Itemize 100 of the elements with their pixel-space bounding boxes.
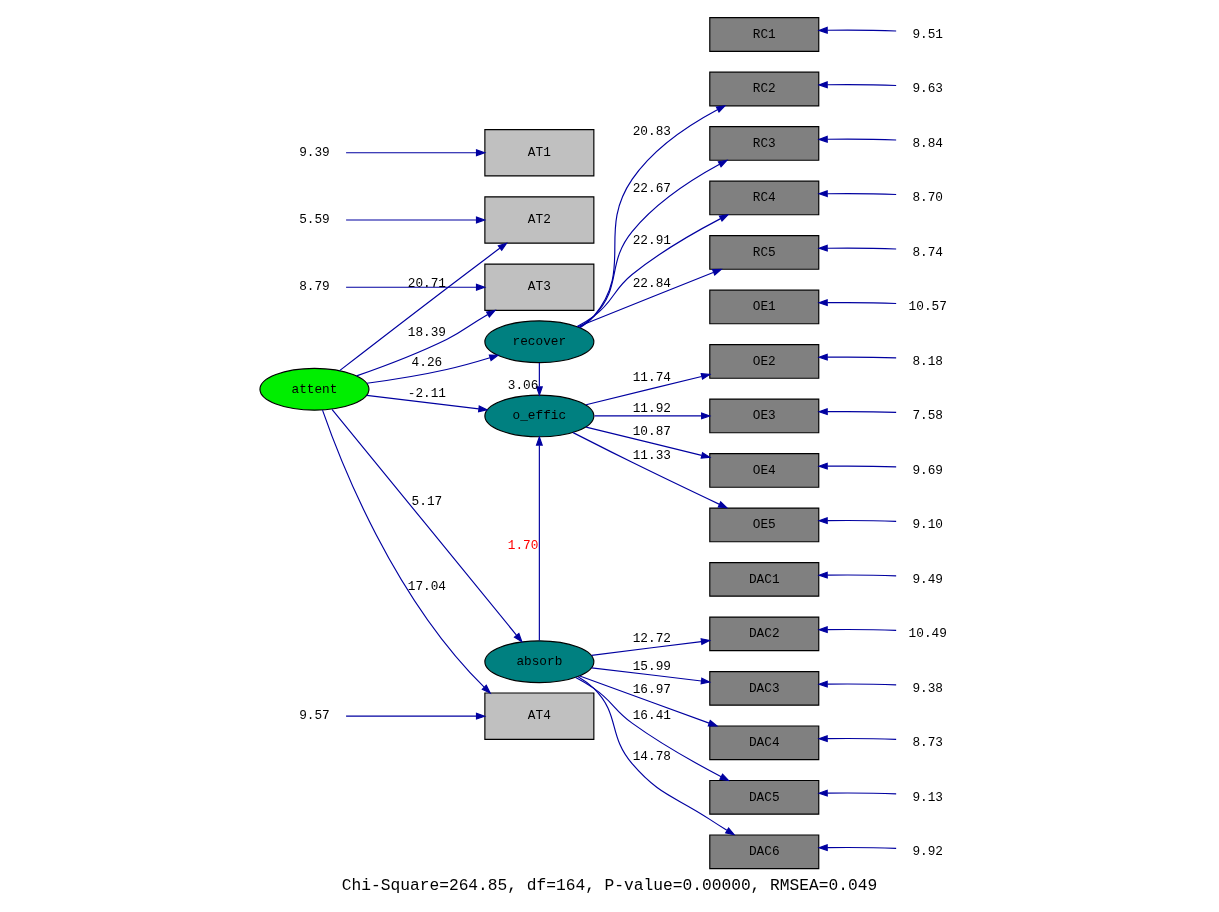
arrow xyxy=(577,675,736,836)
edge-label: 11.74 xyxy=(632,369,671,385)
arrow xyxy=(366,353,500,384)
node-text: 9.49 xyxy=(912,571,944,587)
arrow xyxy=(577,268,723,327)
node-text: 9.39 xyxy=(299,144,330,160)
arrow xyxy=(817,679,897,688)
arrow xyxy=(339,241,508,371)
edge-label: 12.72 xyxy=(632,630,671,646)
arrow xyxy=(817,189,897,197)
node-text: 8.74 xyxy=(912,244,944,260)
edge-label: 16.41 xyxy=(632,707,671,723)
arrow xyxy=(817,26,897,34)
node-ellipse: o_effic xyxy=(484,394,595,437)
arrow xyxy=(817,625,897,633)
arrow xyxy=(345,283,487,291)
node-box: RC1 xyxy=(709,16,820,52)
arrow xyxy=(817,462,897,470)
edge-label: -2.11 xyxy=(407,385,447,401)
node-box: DAC3 xyxy=(709,670,820,706)
arrow xyxy=(535,361,543,397)
node-text: 8.70 xyxy=(912,189,944,205)
arrow xyxy=(321,409,492,694)
arrow xyxy=(817,734,897,742)
node-box: OE3 xyxy=(709,398,820,433)
node-box: OE1 xyxy=(709,289,820,324)
arrow xyxy=(585,426,712,459)
node-text: 9.38 xyxy=(912,680,944,696)
node-box: OE5 xyxy=(709,507,820,542)
arrow xyxy=(817,516,897,524)
node-box: AT3 xyxy=(484,262,595,311)
node-text: 9.13 xyxy=(912,789,944,805)
node-box: OE4 xyxy=(709,452,820,488)
arrow xyxy=(535,434,543,641)
arrow xyxy=(355,309,497,376)
node-text: 8.18 xyxy=(912,353,944,369)
edge-label: 22.84 xyxy=(632,275,671,291)
arrow xyxy=(817,244,897,252)
edge-label: 10.87 xyxy=(632,423,671,439)
edge-label: 11.33 xyxy=(632,447,671,463)
node-text: 9.10 xyxy=(912,516,944,532)
node-box: AT1 xyxy=(484,128,595,176)
node-box: RC5 xyxy=(709,234,820,270)
node-text: 9.63 xyxy=(912,80,944,96)
edge-label: 4.26 xyxy=(411,354,443,370)
node-text: 10.57 xyxy=(908,298,947,314)
edge-label: 14.78 xyxy=(632,748,671,764)
arrow xyxy=(576,213,730,327)
arrow xyxy=(572,431,729,509)
node-text: 8.84 xyxy=(912,135,944,151)
edge-label: 11.92 xyxy=(632,400,671,416)
node-text: 8.79 xyxy=(299,278,330,294)
node-text: 5.59 xyxy=(299,211,330,227)
node-ellipse: attent xyxy=(259,367,370,411)
node-box: DAC6 xyxy=(709,833,820,869)
arrow xyxy=(331,408,523,643)
edge-label: 15.99 xyxy=(632,658,671,674)
arrow xyxy=(575,676,731,781)
edge-label: 22.67 xyxy=(632,180,671,196)
arrow xyxy=(817,298,897,306)
edge-label: 3.06 xyxy=(507,377,539,393)
arrow xyxy=(817,135,897,143)
edge-label: 16.97 xyxy=(632,681,671,697)
arrow xyxy=(817,353,897,361)
node-box: RC4 xyxy=(709,180,820,215)
edge-label: 17.04 xyxy=(407,578,447,594)
arrow xyxy=(366,394,489,412)
node-ellipse: absorb xyxy=(484,639,595,683)
arrow xyxy=(817,80,897,88)
arrow xyxy=(591,666,712,685)
node-box: AT2 xyxy=(484,195,595,244)
edge-label: 22.91 xyxy=(632,232,671,248)
edge-label: 18.39 xyxy=(407,324,447,340)
edge-label: 20.71 xyxy=(407,275,447,291)
arrow xyxy=(817,571,897,579)
arrow xyxy=(817,407,897,415)
arrow xyxy=(579,674,719,727)
arrow xyxy=(593,411,712,420)
edge-label: 20.83 xyxy=(632,123,671,139)
node-text: 10.49 xyxy=(908,625,947,641)
node-text: 8.73 xyxy=(912,734,944,750)
arrow xyxy=(578,159,729,328)
node-text: 9.69 xyxy=(912,462,944,478)
node-text: 9.51 xyxy=(912,26,944,42)
node-text: 7.58 xyxy=(912,407,944,423)
node-box: RC3 xyxy=(709,125,820,161)
arrow xyxy=(817,788,897,797)
node-box: RC2 xyxy=(709,71,820,106)
edge-label: 5.17 xyxy=(411,493,443,509)
node-box: DAC5 xyxy=(709,779,820,815)
edge-label: 1.70 xyxy=(507,537,539,553)
node-box: OE2 xyxy=(709,343,820,379)
arrow xyxy=(591,637,712,656)
arrow xyxy=(585,372,712,405)
node-box: AT4 xyxy=(484,691,595,740)
arrow xyxy=(345,148,487,156)
node-box: DAC2 xyxy=(709,616,820,651)
arrow xyxy=(345,215,487,224)
node-text: 9.57 xyxy=(299,707,330,723)
node-box: DAC1 xyxy=(709,561,820,597)
